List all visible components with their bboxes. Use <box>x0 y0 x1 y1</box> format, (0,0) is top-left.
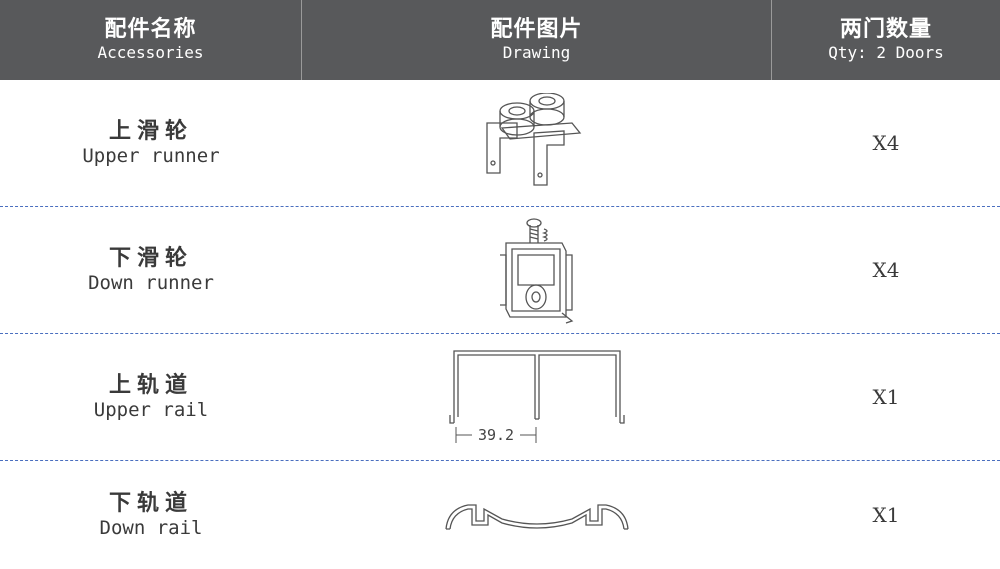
down-runner-drawing-icon <box>500 218 574 324</box>
header-drawing-cn: 配件图片 <box>490 17 583 42</box>
row-drawing <box>302 461 772 569</box>
header-accessories-cn: 配件名称 <box>104 17 197 42</box>
row-name-en: Down runner <box>88 272 214 294</box>
row-name-en: Upper runner <box>82 145 220 167</box>
row-name-en: Down rail <box>99 517 203 539</box>
header-quantity: 两门数量 Qty: 2 Doors <box>772 0 1000 80</box>
upper-rail-profile-icon: 39.2 <box>449 350 625 444</box>
row-qty: X1 <box>772 385 1000 409</box>
row-drawing <box>302 207 772 333</box>
row-name: 上滑轮 Upper runner <box>0 119 302 167</box>
table-row: 上轨道 Upper rail 39.2 X1 <box>0 334 1000 460</box>
row-qty-value: X4 <box>872 131 900 155</box>
upper-runner-drawing-icon <box>486 93 582 186</box>
row-drawing: 39.2 <box>302 334 772 460</box>
header-accessories: 配件名称 Accessories <box>0 0 302 80</box>
row-name: 上轨道 Upper rail <box>0 373 302 421</box>
row-name-cn: 下滑轮 <box>108 246 193 271</box>
table-header: 配件名称 Accessories 配件图片 Drawing 两门数量 Qty: … <box>0 0 1000 80</box>
down-rail-profile-icon <box>445 504 629 530</box>
row-divider <box>0 460 1000 461</box>
table-row: 下滑轮 Down runner <box>0 207 1000 333</box>
header-drawing: 配件图片 Drawing <box>302 0 772 80</box>
row-drawing <box>302 80 772 206</box>
row-name-cn: 上滑轮 <box>108 119 193 144</box>
row-divider <box>0 206 1000 207</box>
header-drawing-en: Drawing <box>502 43 571 62</box>
row-name-cn: 下轨道 <box>108 491 193 516</box>
row-qty-value: X4 <box>872 258 900 282</box>
table-row: 下轨道 Down rail X1 <box>0 461 1000 569</box>
row-name: 下滑轮 Down runner <box>0 246 302 294</box>
row-divider <box>0 333 1000 334</box>
row-qty-value: X1 <box>872 385 900 409</box>
header-quantity-cn: 两门数量 <box>839 17 932 42</box>
row-qty: X4 <box>772 258 1000 282</box>
row-qty: X1 <box>772 503 1000 527</box>
header-accessories-en: Accessories <box>97 43 204 62</box>
table-row: 上滑轮 Upper runner <box>0 80 1000 206</box>
row-qty: X4 <box>772 131 1000 155</box>
rail-dimension-label: 39.2 <box>478 426 514 444</box>
header-quantity-en: Qty: 2 Doors <box>828 43 944 62</box>
row-name-en: Upper rail <box>93 399 209 421</box>
row-qty-value: X1 <box>872 503 900 527</box>
row-name-cn: 上轨道 <box>108 373 193 398</box>
row-name: 下轨道 Down rail <box>0 491 302 539</box>
